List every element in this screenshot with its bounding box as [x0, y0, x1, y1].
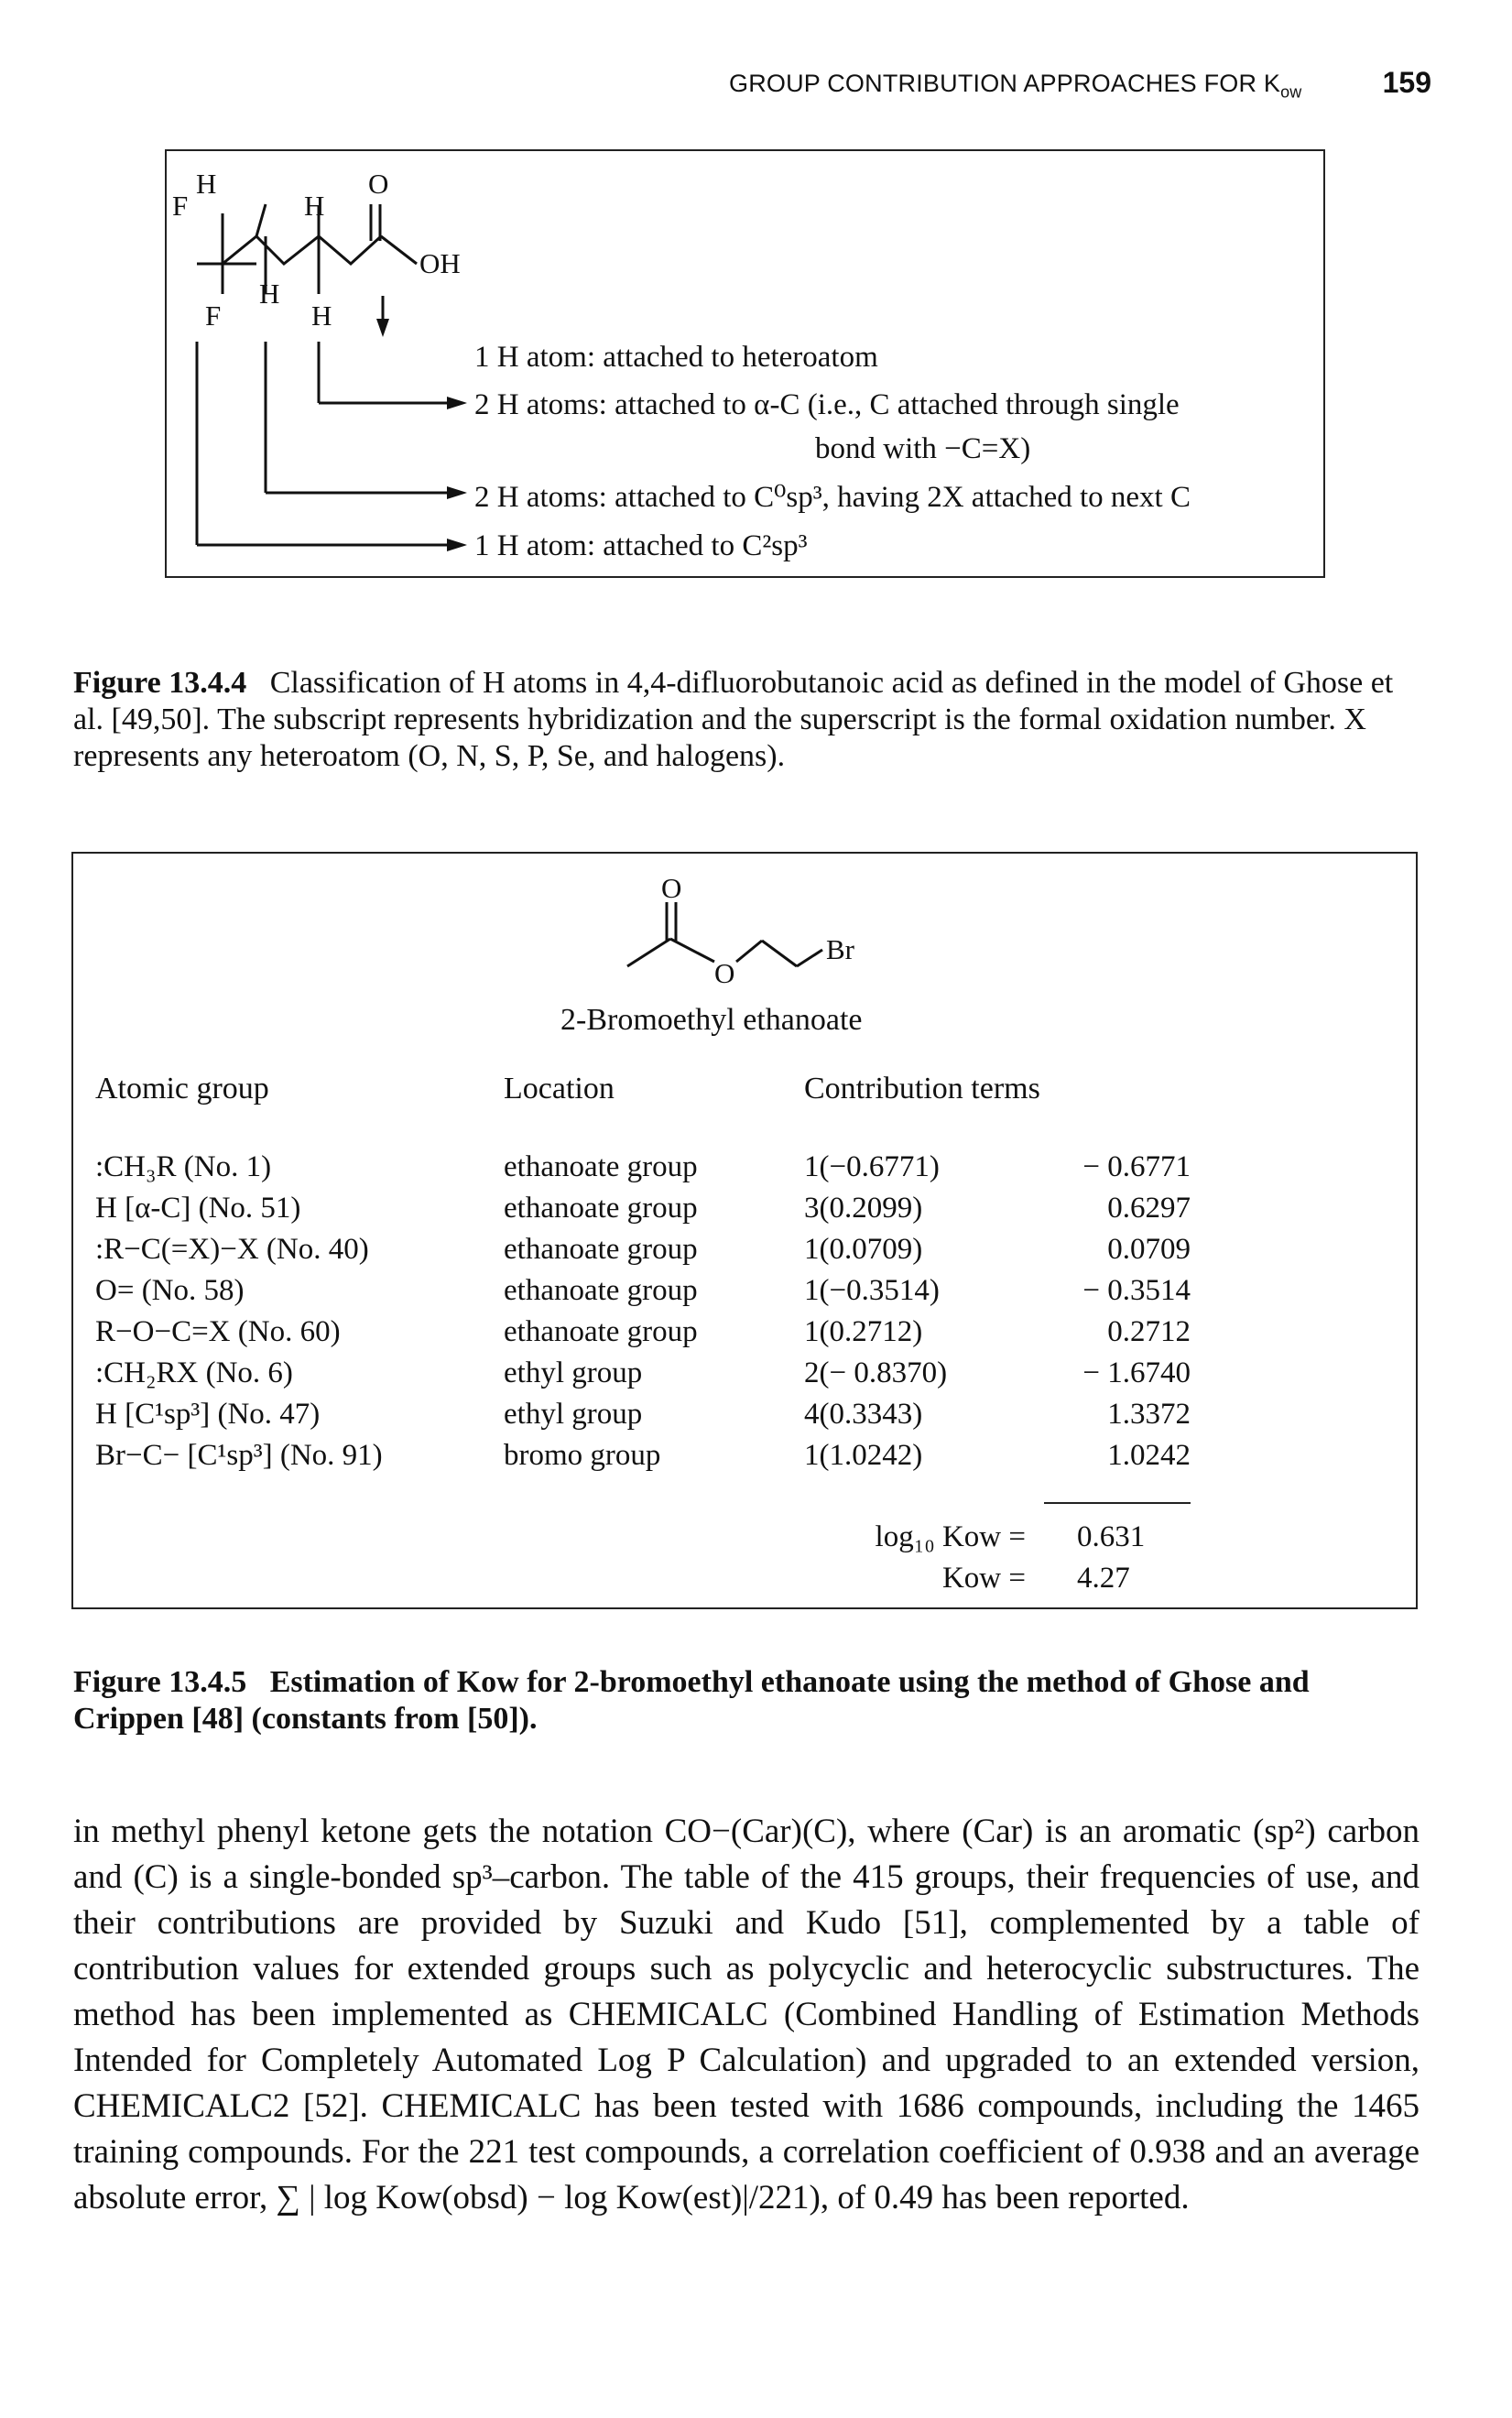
total-log-kow-value: 0.631: [1077, 1520, 1146, 1553]
running-title-subscript: ow: [1280, 82, 1302, 102]
atom-h-bottom: H: [311, 300, 332, 332]
annotation-alpha-c-h: 2 H atoms: attached to α-C (i.e., C atta…: [474, 388, 1180, 421]
atom-h-mid-bottom: H: [259, 278, 279, 310]
row-location: ethanoate group: [504, 1192, 698, 1225]
page-number: 159: [1382, 66, 1431, 99]
atom-f-bottom: F: [205, 300, 221, 332]
row-group: :CH₂RX (No. 6): [95, 1356, 293, 1389]
row-value: − 0.3514: [1082, 1274, 1191, 1307]
row-group: :R−C(=X)−X (No. 40): [95, 1233, 369, 1266]
annotation-c0-sp3-h: 2 H atoms: attached to C⁰sp³, having 2X …: [474, 481, 1191, 514]
row-term: 1(−0.6771): [804, 1150, 940, 1183]
running-header: GROUP CONTRIBUTION APPROACHES FOR Kow 15…: [729, 66, 1439, 102]
row-term: 1(0.2712): [804, 1315, 923, 1348]
row-term: 1(1.0242): [804, 1439, 923, 1472]
annotation-c2-sp3-h: 1 H atom: attached to C²sp³: [474, 529, 808, 562]
caption-label: Figure 13.4.4: [73, 666, 247, 700]
row-location: ethyl group: [504, 1356, 643, 1389]
row-group: Br−C− [C¹sp³] (No. 91): [95, 1439, 383, 1472]
row-group: R−O−C=X (No. 60): [95, 1315, 341, 1348]
row-value: 0.0709: [1107, 1233, 1191, 1266]
annotation-alpha-c-h-cont: bond with −C=X): [815, 432, 1031, 465]
difluorobutanoic-acid-structure: H O F H H OH H F H: [172, 168, 467, 551]
row-term: 1(0.0709): [804, 1233, 923, 1266]
atom-f-top: F: [172, 190, 188, 222]
row-group: O= (No. 58): [95, 1274, 245, 1307]
bromoethyl-ethanoate-structure: O O Br: [626, 875, 855, 989]
row-value: 0.2712: [1107, 1315, 1191, 1348]
atom-o-top: O: [368, 168, 388, 200]
row-value: − 0.6771: [1082, 1150, 1191, 1183]
row-location: ethanoate group: [504, 1233, 698, 1266]
figure-13-4-4-frame: [165, 149, 1325, 578]
row-location: ethyl group: [504, 1398, 643, 1431]
row-group: H [C¹sp³] (No. 47): [95, 1398, 321, 1431]
atom-h-top: H: [196, 168, 216, 200]
running-title: GROUP CONTRIBUTION APPROACHES FOR Kow: [729, 70, 1302, 102]
row-term: 2(− 0.8370): [804, 1356, 948, 1389]
total-log-kow-label: log₁₀ Kow =: [875, 1520, 1026, 1553]
body-paragraph: in methyl phenyl ketone gets the notatio…: [73, 1813, 1420, 2216]
caption-label: Figure 13.4.5: [73, 1665, 247, 1699]
row-term: 1(−0.3514): [804, 1274, 940, 1307]
column-header-atomic-group: Atomic group: [95, 1072, 269, 1106]
row-value: − 1.6740: [1082, 1356, 1191, 1389]
caption-text: Estimation of Kow for 2-bromoethyl ethan…: [73, 1665, 1310, 1736]
figure-13-4-4-caption: Figure 13.4.4 Classification of H atoms …: [73, 665, 1420, 775]
row-location: bromo group: [504, 1439, 661, 1472]
row-value: 0.6297: [1107, 1192, 1191, 1225]
row-term: 4(0.3343): [804, 1398, 923, 1431]
total-kow-value: 4.27: [1077, 1562, 1130, 1595]
atom-o-ester: O: [714, 957, 734, 989]
atom-h-mid-top: H: [304, 190, 324, 222]
row-location: ethanoate group: [504, 1315, 698, 1348]
atom-br: Br: [826, 933, 855, 965]
figure-13-4-5-frame: [71, 852, 1418, 1609]
total-kow-label: Kow =: [941, 1562, 1026, 1595]
caption-text: Classification of H atoms in 4,4-difluor…: [73, 666, 1394, 773]
row-value: 1.0242: [1107, 1439, 1191, 1472]
atom-oh: OH: [419, 247, 461, 279]
column-header-location: Location: [504, 1072, 615, 1106]
sum-rule: [1044, 1502, 1191, 1504]
molecule-name: 2-Bromoethyl ethanoate: [560, 1003, 863, 1037]
annotation-heteroatom-h: 1 H atom: attached to heteroatom: [474, 341, 878, 374]
figure-13-4-5-caption: Figure 13.4.5 Estimation of Kow for 2-br…: [73, 1664, 1420, 1737]
row-group: H [α-C] (No. 51): [95, 1192, 301, 1225]
row-value: 1.3372: [1107, 1398, 1191, 1431]
column-header-contribution-terms: Contribution terms: [804, 1072, 1040, 1106]
row-term: 3(0.2099): [804, 1192, 923, 1225]
atom-o-carbonyl: O: [661, 875, 681, 904]
row-location: ethanoate group: [504, 1150, 698, 1183]
row-location: ethanoate group: [504, 1274, 698, 1307]
body-text: in methyl phenyl ketone gets the notatio…: [73, 1809, 1420, 2221]
row-group: :CH₃R (No. 1): [95, 1150, 272, 1183]
